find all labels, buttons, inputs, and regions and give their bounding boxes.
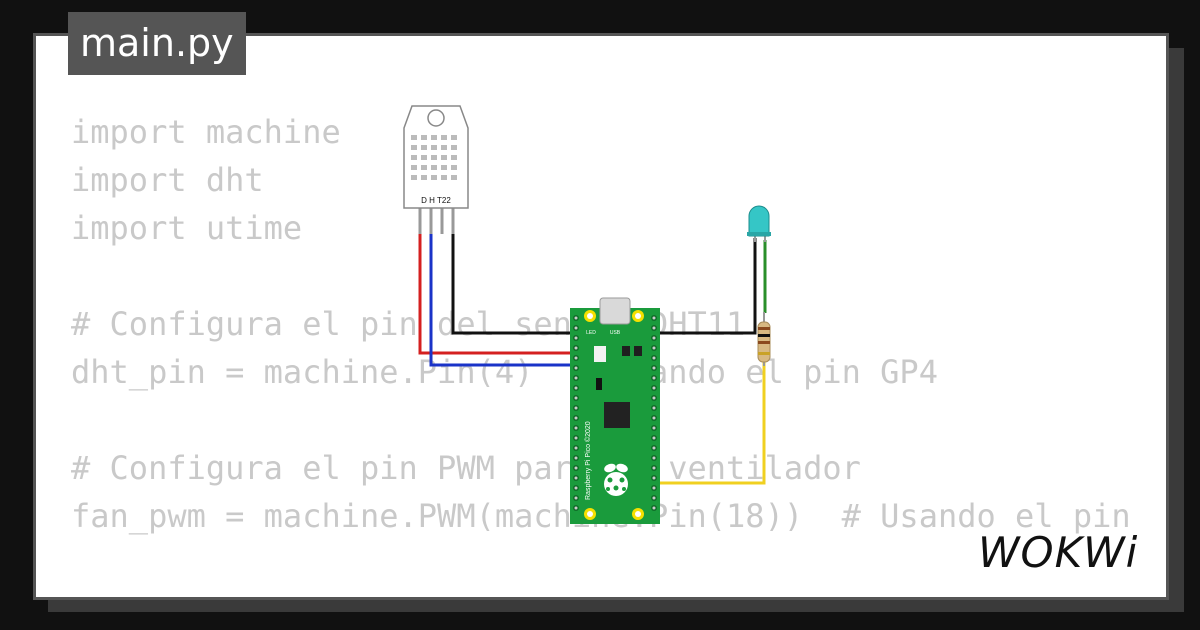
led[interactable] [747,205,771,242]
code-line-9: fan_pwm = machine.PWM(machine.Pin(18)) #… [71,497,1131,535]
sensor-label: D H T22 [421,196,451,205]
code-line-6: dht_pin = machine.Pin(4) # Usando el pin… [71,353,938,391]
rp2040-chip [604,402,630,428]
raspberry-pi-pico[interactable]: USB LED Raspberry Pi Pico ©2020 [570,297,660,524]
code-line-3: import utime [71,209,303,247]
wire-data [429,232,580,367]
usb-label: USB [610,330,621,336]
code-line-2: import dht [71,161,264,199]
wokwi-logo: WOKWi [978,528,1139,577]
usb-port [599,297,631,325]
file-tab[interactable]: main.py [68,12,246,75]
code-editor: import machine import dht import utime # Co… [71,108,1131,597]
led-label: LED [586,330,596,336]
wire-resistor [652,362,766,485]
resistor[interactable] [757,312,771,366]
raspberry-logo-icon [604,463,628,496]
board-side-text: Raspberry Pi Pico ©2020 [584,421,592,500]
dht22-sensor[interactable]: D H T22 [403,105,469,234]
code-line-1: import machine [71,113,341,151]
code-line-11: # Configura el sensor DHT11 [71,588,1131,597]
